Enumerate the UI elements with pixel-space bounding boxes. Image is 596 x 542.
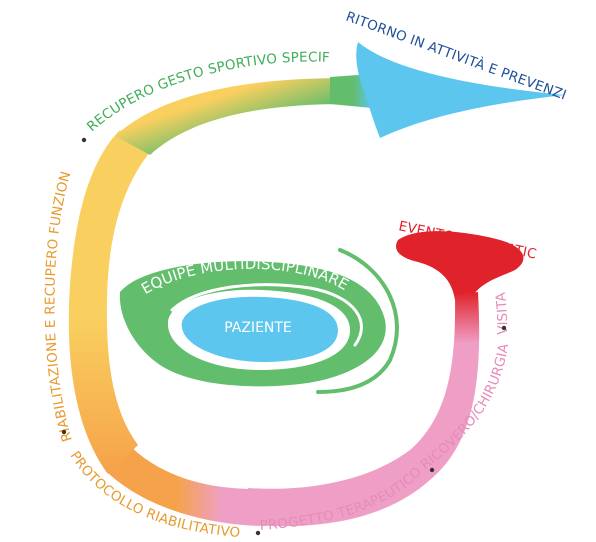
patient-label: PAZIENTE: [224, 320, 292, 336]
rehab-label: RIABILITAZIONE E RECUPERO FUNZIONALE: [0, 0, 76, 443]
blue-arrowhead: [356, 42, 565, 138]
separator-dot: [61, 429, 67, 435]
orange-ribbon-segment: [105, 448, 262, 526]
process-ribbon: [68, 42, 565, 527]
traumatic-event-shape: [396, 231, 524, 300]
separator-dot: [255, 530, 261, 536]
center-group: EQUIPE MULTIDISCIPLINARE PAZIENTE: [119, 248, 399, 394]
green-ribbon-segment: [115, 78, 345, 155]
yellow-ribbon-segment: [68, 130, 150, 474]
patient-shape: [181, 296, 338, 362]
separator-dot: [429, 467, 435, 473]
separator-dot: [501, 325, 507, 331]
team-inner-stroke: [170, 283, 363, 347]
separator-dot: [81, 137, 87, 143]
pink-ribbon-segment: [248, 292, 480, 527]
separator-dots: [61, 137, 507, 536]
team-outer-stroke: [316, 248, 399, 394]
visit-label: VISITA: [493, 291, 512, 335]
